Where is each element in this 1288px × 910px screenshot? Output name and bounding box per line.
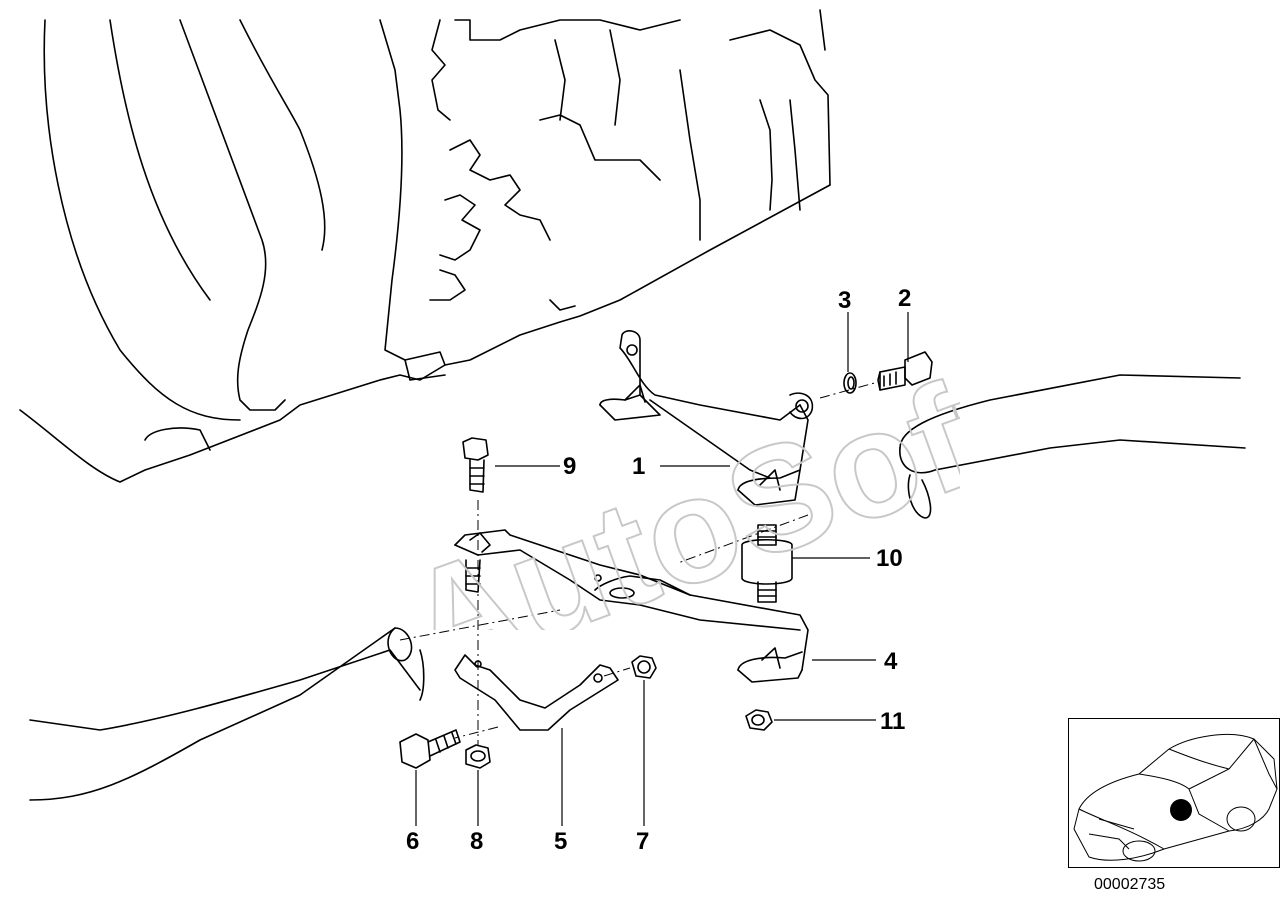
- part-2-bolt: [877, 351, 933, 391]
- callout-5: 5: [554, 828, 568, 855]
- transmission-housing: [19, 9, 831, 483]
- vehicle-locator-inset: [1068, 718, 1280, 868]
- part-11-nut: [745, 709, 773, 731]
- callout-8: 8: [470, 828, 484, 855]
- callout-3: 3: [838, 287, 852, 314]
- part-5-clamp: [454, 654, 619, 731]
- part-6-bolt: [399, 729, 461, 769]
- callout-9: 9: [563, 453, 577, 480]
- assembly-axes: [399, 381, 879, 745]
- exhaust-pipe-left: [29, 627, 425, 801]
- callout-6: 6: [406, 828, 420, 855]
- part-3-washer: [843, 372, 857, 394]
- callout-2: 2: [898, 285, 912, 312]
- callout-11: 11: [880, 708, 906, 735]
- part-1-bracket: [599, 330, 814, 506]
- part-7-nut: [631, 655, 657, 679]
- part-8-nut: [465, 744, 491, 769]
- diagram-code: 00002735: [1094, 876, 1166, 893]
- exhaust-pipe-right: [899, 374, 1246, 519]
- part-9-bolt: [462, 437, 489, 493]
- callout-1: 1: [632, 453, 646, 480]
- part-10-rubber-mount: [741, 524, 793, 603]
- callout-10: 10: [876, 545, 903, 572]
- callout-7: 7: [636, 828, 650, 855]
- leader-lines: [415, 312, 909, 826]
- part-4-bracket: [454, 529, 809, 683]
- location-marker: [1170, 799, 1192, 821]
- car-outline-icon: [1073, 733, 1278, 862]
- callout-4: 4: [884, 648, 898, 675]
